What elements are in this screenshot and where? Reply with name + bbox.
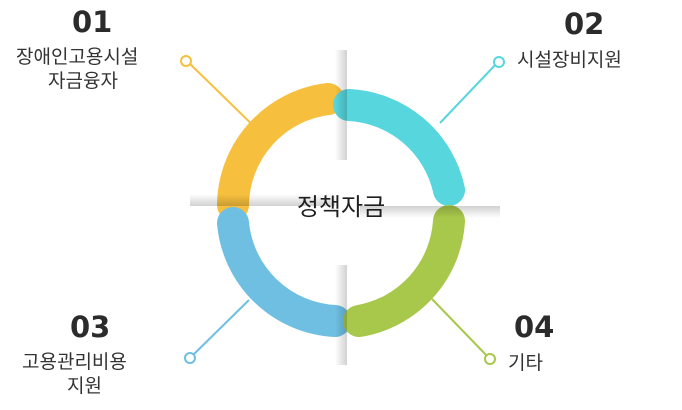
segment-02-connector — [439, 61, 499, 124]
segment-03-dot — [184, 352, 196, 364]
segment-03-label-line: 지원 — [67, 375, 102, 397]
segment-01-arc — [217, 83, 344, 221]
segment-04-number: 04 — [514, 310, 555, 344]
segment-04-dot — [484, 353, 496, 365]
segment-04-connector — [431, 298, 490, 359]
segment-03-label-line: 고용관리비용 — [22, 351, 127, 373]
segment-01-label-line: 장애인고용시설 — [16, 46, 139, 68]
fold-shadow-top — [335, 50, 347, 160]
segment-02-label: 시설장비지원 — [517, 48, 622, 72]
segment-04-label-line: 기타 — [508, 352, 543, 374]
segment-03-number: 03 — [70, 310, 111, 344]
fold-shadow-right — [360, 206, 500, 218]
segment-01-number: 01 — [72, 5, 113, 39]
segment-02-arc — [333, 89, 465, 206]
center-title: 정책자금 — [296, 193, 386, 221]
fold-shadow-left — [190, 194, 335, 206]
segment-02-dot — [493, 56, 505, 68]
segment-03-connector — [190, 299, 250, 358]
segment-03-label: 고용관리비용 지원 — [22, 350, 127, 398]
segment-02-label-line: 시설장비지원 — [517, 49, 622, 71]
segment-02-number: 02 — [564, 7, 605, 41]
segment-01-connector — [186, 60, 265, 137]
segment-03-arc — [217, 207, 351, 337]
segment-04-label: 기타 — [508, 351, 543, 375]
segment-04-arc — [343, 205, 465, 337]
fold-shadow-bottom — [335, 265, 347, 365]
segment-01-label-line: 자금융자 — [48, 70, 118, 92]
segment-01-label: 장애인고용시설 자금융자 — [16, 45, 138, 93]
segment-01-dot — [180, 55, 192, 67]
